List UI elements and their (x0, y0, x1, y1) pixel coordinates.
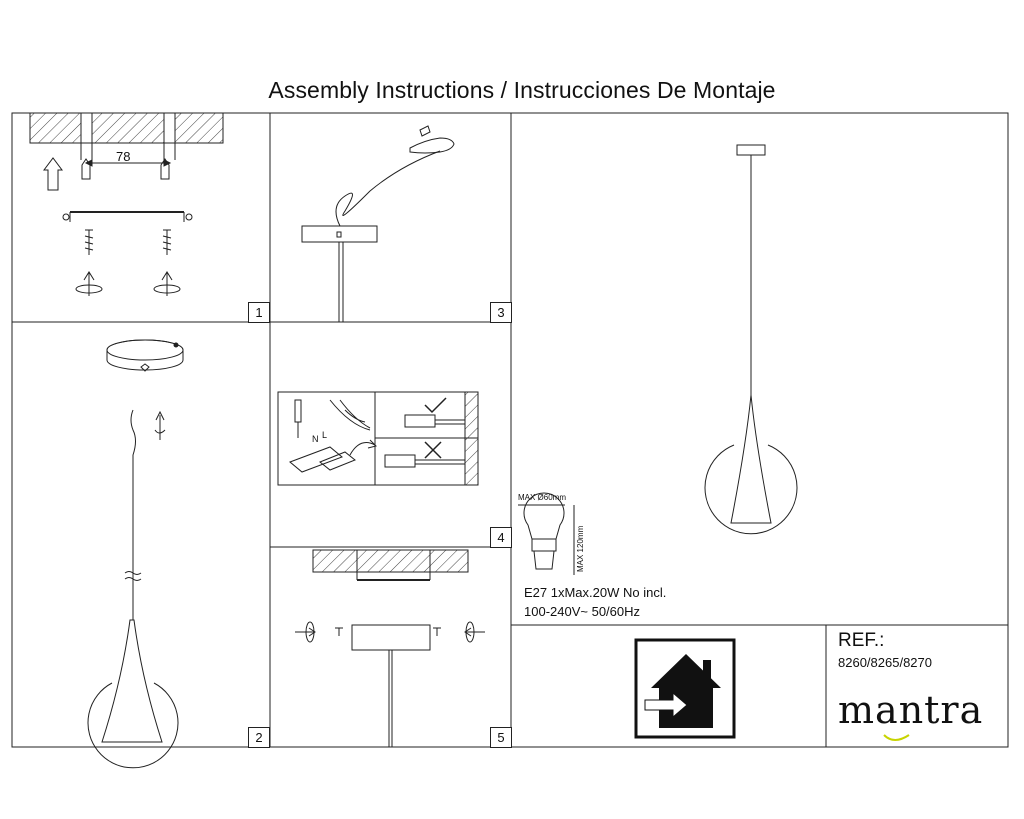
panel-2-lamp-assembly (87, 339, 184, 769)
panel-4-wiring (277, 391, 479, 486)
step-number-5: 5 (490, 727, 512, 748)
wiring-label-l: L (322, 430, 327, 440)
bulb-spec-voltage: 100-240V~ 50/60Hz (524, 604, 641, 619)
bulb-max-diameter: MAX Ø60mm (518, 493, 566, 502)
brand-logo: mantra (838, 688, 984, 732)
panel-3-cable-routing (301, 125, 455, 322)
page-title: Assembly Instructions / Instrucciones De… (268, 77, 776, 103)
panel-5-canopy-fixing (295, 549, 485, 747)
brand-accent-mark (883, 734, 910, 741)
step-number-4: 4 (490, 527, 512, 548)
dimension-78-label: 78 (116, 149, 130, 164)
bulb-max-height: MAX 120mm (576, 525, 585, 572)
bulb-illustration (518, 492, 575, 575)
panel-1-bracket-mounting (29, 112, 224, 296)
wiring-label-n: N (312, 434, 319, 444)
bulb-spec-power: E27 1xMax.20W No incl. (524, 585, 667, 600)
step-number-1: 1 (248, 302, 270, 323)
step-number-3: 3 (490, 302, 512, 323)
pendant-lamp-illustration (704, 144, 798, 535)
indoor-use-icon (634, 638, 736, 739)
reference-label: REF.: (838, 630, 885, 651)
step-number-2: 2 (248, 727, 270, 748)
reference-value: 8260/8265/8270 (838, 655, 932, 670)
